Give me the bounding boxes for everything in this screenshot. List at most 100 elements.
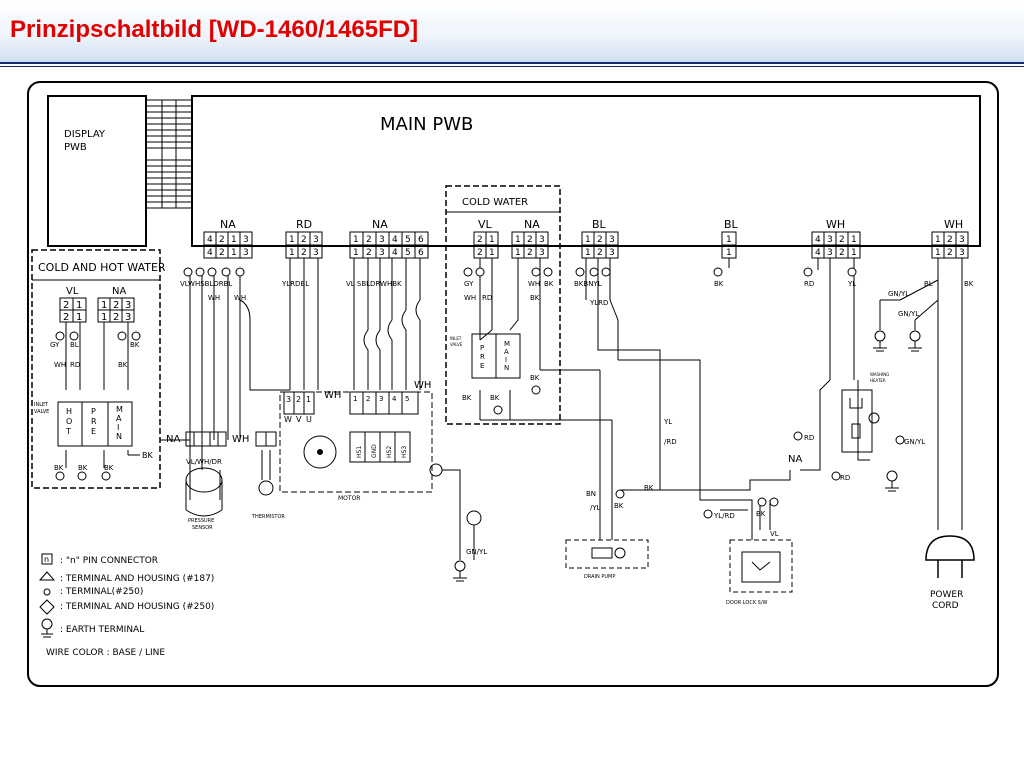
svg-text:H: H [66,407,72,416]
svg-text:3: 3 [313,235,319,245]
svg-text:1: 1 [101,300,107,311]
terminal-250-icon [43,588,51,596]
svg-text:BK: BK [530,374,540,382]
svg-text:1: 1 [851,248,857,258]
svg-text:VL/WH/DR: VL/WH/DR [186,458,222,466]
svg-text:WH: WH [464,294,476,302]
svg-text:RD: RD [482,294,492,302]
cold-hot-water-label: COLD AND HOT WATER [38,261,166,274]
svg-text:3: 3 [827,235,833,245]
svg-text:3: 3 [243,248,249,258]
svg-text:2: 2 [366,395,370,403]
cold-hot-water-box [31,249,161,489]
svg-text:THERMISTOR: THERMISTOR [251,514,285,520]
washing-heater: WASHING HEATER [841,372,889,453]
svg-text:HS1: HS1 [356,446,363,458]
display-pwb-box [47,95,147,247]
svg-text:4: 4 [815,235,821,245]
svg-text:A: A [116,414,122,423]
earth-terminals [453,330,922,582]
title-rule-thin [0,66,1024,67]
svg-text:: TERMINAL AND HOUSING (#187): : TERMINAL AND HOUSING (#187) [60,574,214,584]
svg-text:1: 1 [76,300,82,311]
svg-text:WH: WH [54,361,66,369]
svg-text:GN/YL: GN/YL [888,290,909,298]
svg-text:: TERMINAL(#250): : TERMINAL(#250) [60,587,143,597]
svg-text:P: P [91,407,96,416]
svg-text:RD: RD [804,434,814,442]
cold-water-box [445,185,561,425]
svg-text:5: 5 [405,395,409,403]
svg-text:WH: WH [414,380,431,391]
svg-text:BK: BK [104,464,114,472]
svg-text:RD: RD [840,474,850,482]
svg-text:BK: BK [118,361,128,369]
svg-text:1: 1 [585,248,591,258]
legend: n : "n" PIN CONNECTOR : TERMINAL AND HOU… [38,553,214,658]
svg-text:2: 2 [301,235,307,245]
svg-text:NA: NA [524,218,540,231]
svg-text:GY: GY [464,280,474,288]
svg-text:WH: WH [944,218,963,231]
svg-text:INLET: INLET [34,402,49,408]
outer-frame [27,81,999,687]
svg-text:1: 1 [231,235,237,245]
svg-text:WIRE COLOR : BASE / LINE: WIRE COLOR : BASE / LINE [46,648,165,658]
svg-text:M: M [504,340,510,348]
svg-text:2: 2 [839,235,845,245]
svg-text:GY: GY [50,341,60,349]
svg-text:1: 1 [585,235,591,245]
svg-text:VL: VL [770,530,779,538]
svg-text:BK: BK [530,294,540,302]
svg-text:BK: BK [714,280,724,288]
svg-text:VALVE: VALVE [34,409,49,415]
svg-text:4: 4 [392,395,397,403]
svg-text:1: 1 [515,235,521,245]
svg-text:MOTOR: MOTOR [338,495,360,502]
cold-water-valve: INLET VALVE P R E M A I N [450,333,521,379]
svg-text:1: 1 [289,235,295,245]
svg-text:VL SBLDRWHBK: VL SBLDRWHBK [346,280,402,288]
svg-text:HS3: HS3 [401,446,408,458]
left-valve-wires [65,322,140,468]
svg-text:1: 1 [851,235,857,245]
page-title: Prinzipschaltbild [WD-1460/1465FD] [10,16,419,43]
svg-text:2: 2 [947,248,953,258]
svg-text:4: 4 [392,235,398,245]
svg-text:N: N [504,364,509,372]
svg-text:SENSOR: SENSOR [192,525,213,531]
svg-text:3: 3 [125,300,131,311]
svg-text:T: T [65,427,71,436]
svg-text:BL: BL [70,341,79,349]
svg-text:HS2: HS2 [386,446,393,458]
svg-text:WH: WH [826,218,845,231]
svg-text:2: 2 [301,248,307,258]
svg-text:4: 4 [392,248,398,258]
display-ribbon-cable [145,99,193,209]
svg-text:1: 1 [353,235,359,245]
na-left-label: NA [112,286,126,297]
svg-text:3: 3 [827,248,833,258]
svg-text:1: 1 [306,395,311,404]
svg-text:3: 3 [539,235,545,245]
svg-text:WASHING: WASHING [870,372,889,377]
svg-text:1: 1 [935,248,941,258]
pressure-sensor: PRESSURE SENSOR [185,431,227,531]
svg-text:3: 3 [609,235,615,245]
svg-text:BK: BK [964,280,974,288]
svg-text:E: E [91,427,96,436]
svg-text:VL: VL [478,218,493,231]
svg-text:2: 2 [366,235,372,245]
svg-text:2: 2 [527,235,533,245]
svg-text:CORD: CORD [932,601,959,611]
wiring [160,258,963,560]
terminal-housing-250-icon [39,599,55,615]
svg-text:3: 3 [379,248,385,258]
svg-text:BK: BK [614,502,624,510]
svg-text:BK: BK [462,394,472,402]
